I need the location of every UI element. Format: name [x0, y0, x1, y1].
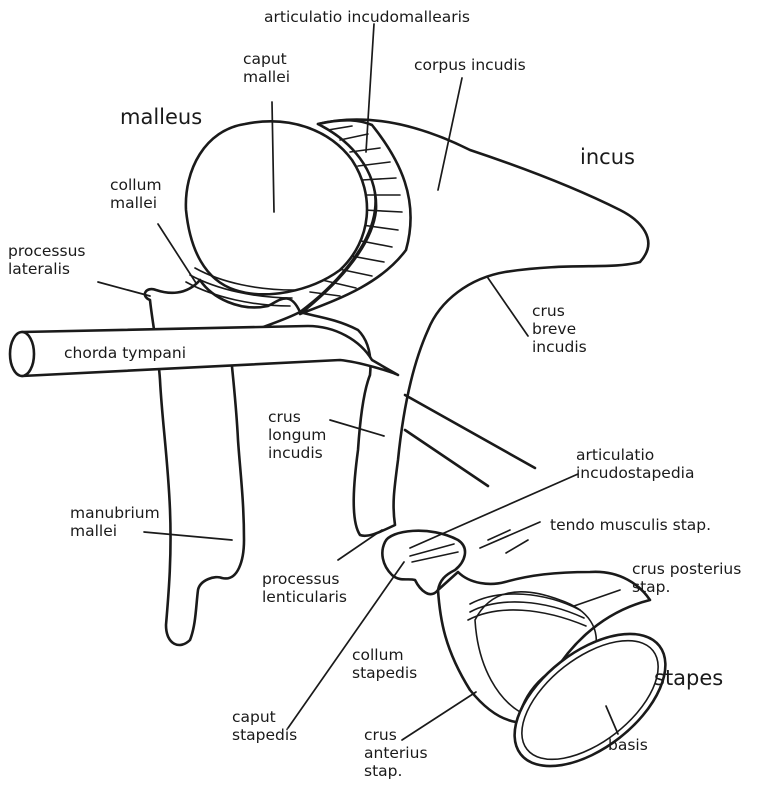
label-crus-posterius-stap-line2: stap. — [632, 578, 670, 596]
label-crus-anterius-stap-line2: anterius — [364, 744, 428, 762]
leader-tendo-musculis-stap — [480, 522, 540, 548]
label-crus-breve-incudis: crus breve incudis — [532, 302, 587, 356]
label-manubrium-mallei-line2: mallei — [70, 522, 117, 540]
label-manubrium-mallei: manubrium mallei — [70, 504, 165, 540]
label-chorda-tympani: chorda tympani — [64, 344, 186, 362]
label-crus-longum-incudis-line2: longum — [268, 426, 326, 444]
label-caput-mallei-line2: mallei — [243, 68, 290, 86]
label-basis: basis — [608, 736, 648, 754]
label-collum-mallei: collum mallei — [110, 176, 166, 212]
label-articulatio-incudomallearis: articulatio incudomallearis — [264, 8, 470, 26]
label-articulatio-incudostapedia-line1: articulatio — [576, 446, 654, 464]
label-manubrium-mallei-line1: manubrium — [70, 504, 160, 522]
label-crus-anterius-stap-line1: crus — [364, 726, 397, 744]
label-processus-lateralis-line2: lateralis — [8, 260, 70, 278]
label-processus-lenticularis-line2: lenticularis — [262, 588, 347, 606]
label-processus-lenticularis-line1: processus — [262, 570, 339, 588]
label-collum-stapedis-line1: collum — [352, 646, 404, 664]
label-caput-mallei: caput mallei — [243, 50, 292, 86]
malleus-head — [186, 121, 367, 294]
label-caput-stapedis-line2: stapedis — [232, 726, 297, 744]
label-crus-longum-incudis: crus longum incudis — [268, 408, 331, 462]
label-crus-breve-incudis-line1: crus — [532, 302, 565, 320]
label-crus-posterius-stap: crus posterius stap. — [632, 560, 746, 596]
stapedius-tendon — [405, 395, 535, 486]
label-crus-longum-incudis-line3: incudis — [268, 444, 323, 462]
label-crus-breve-incudis-line2: breve — [532, 320, 576, 338]
label-crus-posterius-stap-line1: crus posterius — [632, 560, 741, 578]
label-stapes: stapes — [654, 666, 723, 690]
label-tendo-musculis-stap: tendo musculis stap. — [550, 516, 711, 534]
label-collum-mallei-line2: mallei — [110, 194, 157, 212]
label-collum-stapedis: collum stapedis — [352, 646, 417, 682]
label-collum-stapedis-line2: stapedis — [352, 664, 417, 682]
label-articulatio-incudostapedia: articulatio incudostapedia — [576, 446, 694, 482]
label-processus-lenticularis: processus lenticularis — [262, 570, 347, 606]
label-processus-lateralis: processus lateralis — [8, 242, 90, 278]
label-processus-lateralis-line1: processus — [8, 242, 85, 260]
label-crus-breve-incudis-line3: incudis — [532, 338, 587, 356]
label-malleus: malleus — [120, 105, 202, 129]
label-caput-mallei-line1: caput — [243, 50, 287, 68]
label-articulatio-incudostapedia-line2: incudostapedia — [576, 464, 694, 482]
label-caput-stapedis-line1: caput — [232, 708, 276, 726]
label-incus: incus — [580, 145, 635, 169]
leader-processus-lateralis — [98, 282, 150, 296]
leader-crus-anterius-stap — [402, 692, 476, 740]
chorda-tympani-cut-end — [10, 332, 34, 376]
label-crus-anterius-stap-line3: stap. — [364, 762, 402, 780]
label-corpus-incudis: corpus incudis — [414, 56, 526, 74]
label-caput-stapedis: caput stapedis — [232, 708, 297, 744]
label-crus-longum-incudis-line1: crus — [268, 408, 301, 426]
leader-crus-breve-incudis — [488, 278, 528, 336]
label-collum-mallei-line1: collum — [110, 176, 162, 194]
label-crus-anterius-stap: crus anterius stap. — [364, 726, 432, 780]
